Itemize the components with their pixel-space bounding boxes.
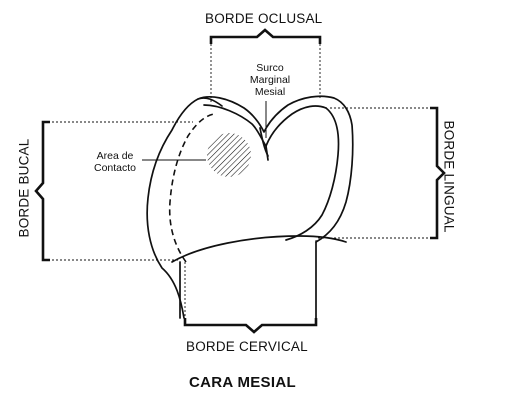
marginal-groove-label: Surco Marginal Mesial [245, 62, 295, 98]
occlusal-border-label: BORDE OCLUSAL [205, 11, 323, 26]
buccal-border-label: BORDE BUCAL [16, 138, 32, 238]
buccal-bracket [34, 120, 50, 262]
enamel-dashed-line [168, 113, 215, 263]
guide-lines [48, 40, 432, 320]
marginal-groove-line-3: Mesial [254, 86, 286, 98]
marginal-groove-line-1: Surco [256, 62, 284, 74]
tooth-outline [146, 95, 354, 319]
lingual-bracket [430, 106, 446, 240]
occlusal-bracket [209, 28, 322, 44]
lingual-border-label: BORDE LINGUAL [441, 120, 457, 233]
marginal-groove-line-2: Marginal [249, 74, 291, 86]
cervical-border-label: BORDE CERVICAL [186, 339, 308, 354]
contact-area [207, 133, 251, 177]
contact-area-label: Area de Contacto [84, 150, 146, 174]
contact-area-line-2: Contacto [93, 162, 137, 174]
leader-lines [142, 101, 267, 161]
cervical-bracket [183, 318, 318, 334]
contact-area-line-1: Area de [96, 150, 134, 162]
figure-caption: CARA MESIAL [189, 374, 296, 391]
